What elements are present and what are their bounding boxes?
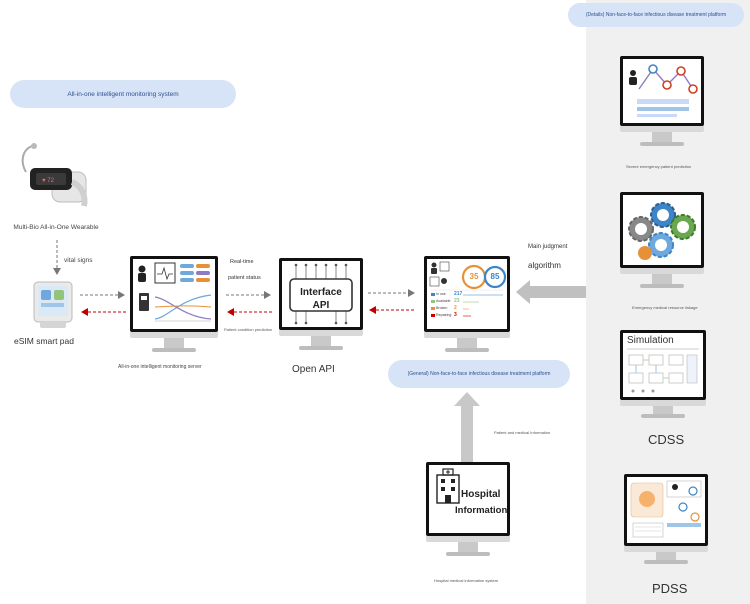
smart-pad-image <box>33 281 73 328</box>
wearable-label: Multi-Bio All-in-One Wearable <box>13 224 99 231</box>
pdss-graphics <box>630 480 702 538</box>
dashboard-row: In use 217 <box>436 291 466 299</box>
monitoring-server-label: All-in-one intelligent monitoring server <box>118 364 202 370</box>
server-to-pad-arrow <box>81 308 126 316</box>
detail-platform-pill: (Details) Non-face-to-face infectious di… <box>568 3 744 27</box>
dashboard-row-value: 217 <box>454 291 463 297</box>
api-to-dashboard-arrow <box>368 289 415 297</box>
dashboard-row-value: 2 <box>454 305 457 311</box>
dashboard-row-value: 3 <box>454 312 457 318</box>
smart-pad-label: eSIM smart pad <box>14 336 74 346</box>
vital-signs-label: vital signs <box>64 257 93 264</box>
server-to-api-arrow <box>226 291 271 299</box>
hospital-arrow-label: Patient and medical Information <box>494 430 551 435</box>
dashboard-value-left: 35 <box>469 272 479 281</box>
api-to-server-arrow <box>227 308 272 316</box>
vital-signs-arrow <box>53 240 61 275</box>
general-platform-pill: (General) Non-face-to-face infectious di… <box>388 360 570 388</box>
hospital-screen-line2: Information <box>455 505 507 516</box>
dashboard-graphics <box>429 261 507 317</box>
api-circuit-graphics <box>289 263 353 325</box>
hospital-system-label: Hospital medical information system <box>434 578 499 583</box>
dashboard-row: Broken 2 <box>436 305 466 313</box>
dashboard-row-value: 23 <box>454 298 460 304</box>
realtime-label-line1: Real-time <box>230 259 254 265</box>
svg-text:♥ 72: ♥ 72 <box>42 178 55 184</box>
main-judgment-line2: algorithm <box>528 261 561 270</box>
api-screen-line2: API <box>312 300 330 311</box>
dashboard-row-name: Repairing <box>436 313 452 317</box>
realtime-label-line2: patient status <box>228 275 261 281</box>
simulation-graphics <box>627 348 699 393</box>
dashboard-value-right: 85 <box>490 272 500 281</box>
network-graphics <box>629 64 698 117</box>
main-system-pill: All-in-one intelligent monitoring system <box>10 80 236 108</box>
severe-emergency-label: Severe emergency patient prediction <box>626 164 692 169</box>
api-screen-line1: Interface <box>300 287 342 298</box>
prediction-label: Patient condition prediction <box>224 327 273 332</box>
dashboard-to-api-arrow <box>369 306 416 314</box>
server-screen-graphics <box>138 262 212 322</box>
dashboard-row-name: Available <box>436 299 451 303</box>
open-api-label: Open API <box>292 364 335 375</box>
pdss-label: PDSS <box>652 581 688 596</box>
main-judgment-line1: Main judgment <box>528 244 568 250</box>
pad-to-server-arrow <box>80 291 125 299</box>
wearable-image: ♥ 72 <box>21 143 88 207</box>
hospital-upward-arrow <box>454 392 480 462</box>
dashboard-row-name: Broken <box>436 306 448 310</box>
simulation-title: Simulation <box>627 335 674 346</box>
hospital-building-icon <box>436 468 460 504</box>
dashboard-row-name: In use <box>436 292 446 296</box>
cdss-label: CDSS <box>648 432 685 447</box>
algorithm-input-arrow <box>516 280 586 304</box>
hospital-screen-line1: Hospital <box>461 489 501 500</box>
gears-graphics <box>628 202 696 260</box>
resource-linkage-label: Emergency medical resource linkage <box>632 305 698 310</box>
